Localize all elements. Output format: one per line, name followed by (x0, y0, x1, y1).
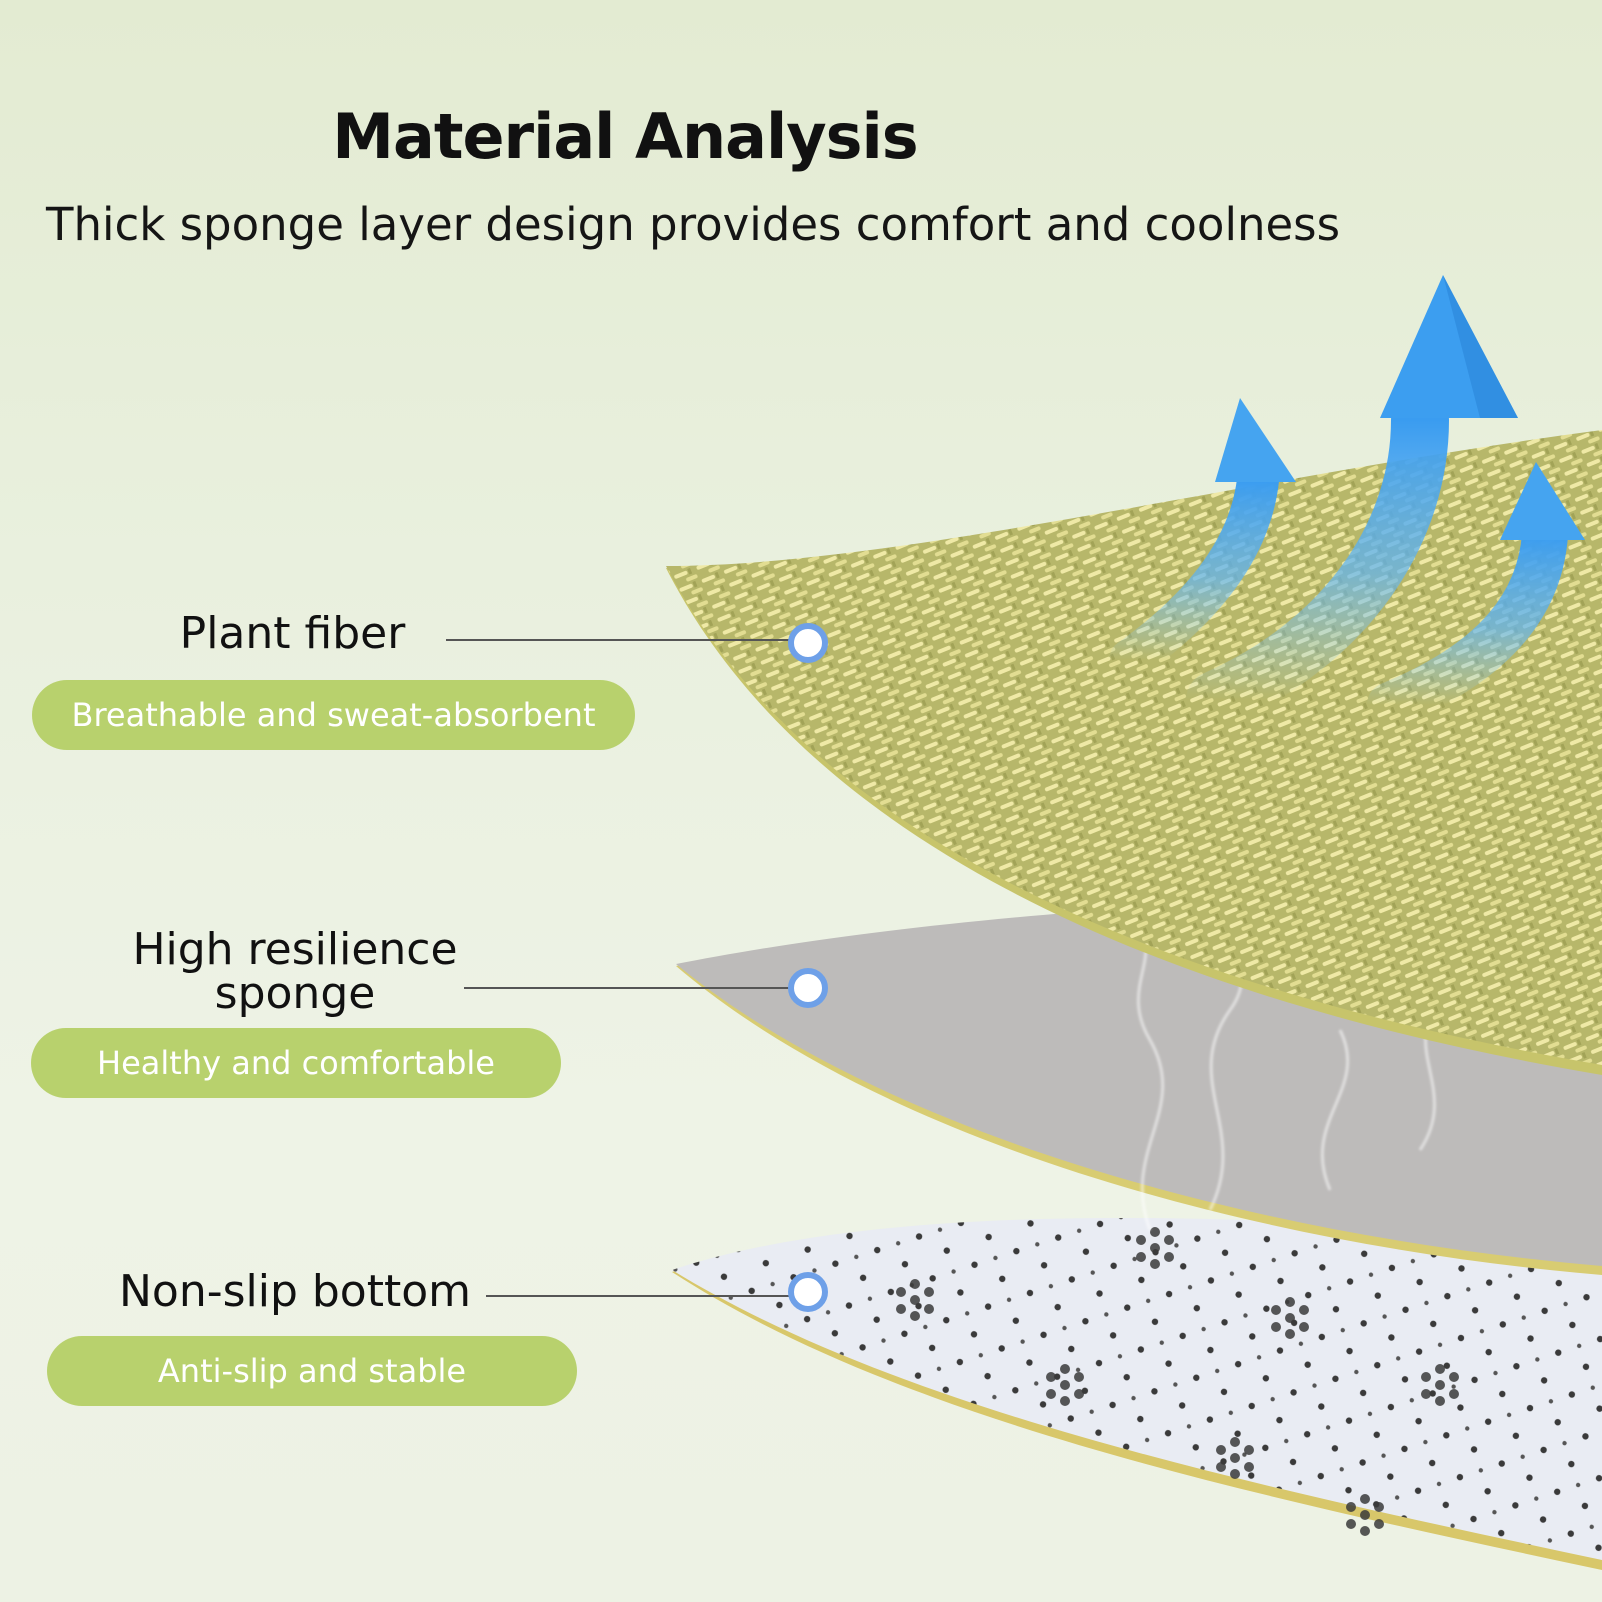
marker-dot-icon-1 (788, 623, 828, 663)
layer-desc-plant-fiber: Breathable and sweat-absorbent (32, 680, 635, 750)
non-slip-bottom-layer (672, 1217, 1602, 1570)
layer-label-sponge: High resilience sponge (132, 924, 458, 1019)
layer-label-plant-fiber: Plant fiber (179, 608, 406, 659)
arrow-up-icon-left (1109, 398, 1296, 681)
layer-label-non-slip: Non-slip bottom (118, 1266, 472, 1317)
page-subtitle: Thick sponge layer design provides comfo… (46, 198, 1341, 251)
arrow-up-icon-right (1367, 462, 1585, 728)
arrow-up-icon-center (1186, 275, 1518, 729)
layer-desc-non-slip: Anti-slip and stable (47, 1336, 577, 1406)
marker-dot-icon-3 (788, 1272, 828, 1312)
layer-desc-sponge: Healthy and comfortable (31, 1028, 561, 1098)
page-title: Material Analysis (332, 100, 918, 173)
marker-dot-icon-2 (788, 968, 828, 1008)
